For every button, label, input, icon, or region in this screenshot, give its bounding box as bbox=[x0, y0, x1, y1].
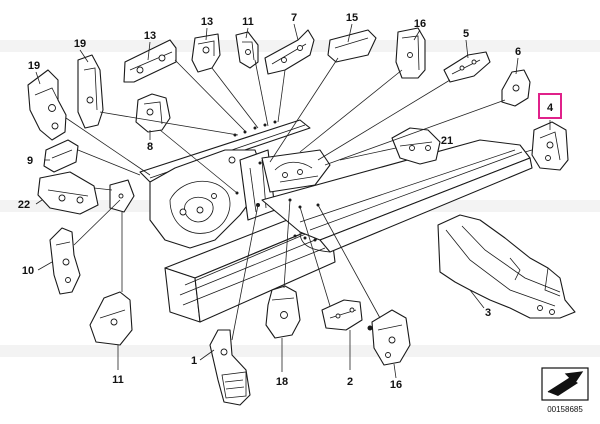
label-part-9: 9 bbox=[27, 155, 33, 167]
label-part-8: 8 bbox=[147, 141, 153, 153]
part-number-labels: 19 19 13 13 11 7 15 16 5 6 4 8 9 22 21 1… bbox=[18, 12, 562, 391]
part-16-bracket-bottom bbox=[367, 309, 411, 366]
part-10-bracket bbox=[49, 227, 81, 295]
label-part-13: 13 bbox=[201, 16, 213, 28]
part-16-bracket-top bbox=[395, 27, 426, 79]
part-21-bracket bbox=[391, 127, 441, 165]
label-part-7: 7 bbox=[291, 12, 297, 24]
label-part-3: 3 bbox=[485, 307, 491, 319]
label-part-2: 2 bbox=[347, 376, 353, 388]
label-part-18: 18 bbox=[276, 376, 288, 388]
part-19-bracket bbox=[77, 54, 104, 129]
label-part-1: 1 bbox=[191, 355, 197, 367]
part-14-plate bbox=[123, 39, 177, 83]
part-7-bracket bbox=[264, 29, 315, 75]
reference-code: 00158685 bbox=[547, 405, 583, 414]
part-1-bracket bbox=[209, 329, 251, 406]
highlight-box-part-4 bbox=[538, 93, 562, 119]
label-part-21: 21 bbox=[441, 135, 453, 147]
label-part-15: 15 bbox=[346, 12, 358, 24]
part-4-bracket-highlighted bbox=[531, 121, 569, 171]
label-part-4: 4 bbox=[547, 102, 554, 114]
part-13-bracket bbox=[191, 33, 221, 73]
part-20-bracket bbox=[27, 69, 67, 141]
label-part-12: 11 bbox=[242, 16, 254, 28]
label-part-22: 22 bbox=[18, 199, 30, 211]
label-part-6: 6 bbox=[515, 46, 521, 58]
part-22-bracket bbox=[37, 171, 99, 215]
label-part-20: 19 bbox=[28, 60, 40, 72]
part-18-mount bbox=[265, 285, 301, 339]
part-8-bracket bbox=[135, 93, 171, 133]
label-part-19: 19 bbox=[74, 38, 86, 50]
label-part-16-bottom: 16 bbox=[390, 379, 402, 391]
label-part-5: 5 bbox=[463, 28, 469, 40]
part-2-bracket bbox=[321, 299, 363, 331]
part-9-bracket bbox=[43, 139, 79, 173]
part-15-plate bbox=[327, 29, 377, 63]
label-part-11: 11 bbox=[112, 374, 124, 386]
part-12-bracket bbox=[235, 31, 259, 69]
part-5-bracket bbox=[443, 51, 491, 83]
part-3-panel bbox=[437, 214, 576, 319]
leader-lines bbox=[35, 23, 551, 379]
label-part-10: 10 bbox=[22, 265, 34, 277]
front-frame-assembly bbox=[139, 119, 533, 323]
part-11-plate bbox=[89, 291, 133, 346]
part-6-mount bbox=[501, 69, 531, 107]
assembly-arrow-icon bbox=[541, 367, 589, 401]
label-part-14: 13 bbox=[144, 30, 156, 42]
watermark-band-bottom bbox=[0, 345, 600, 357]
label-part-16-top: 16 bbox=[414, 18, 426, 30]
